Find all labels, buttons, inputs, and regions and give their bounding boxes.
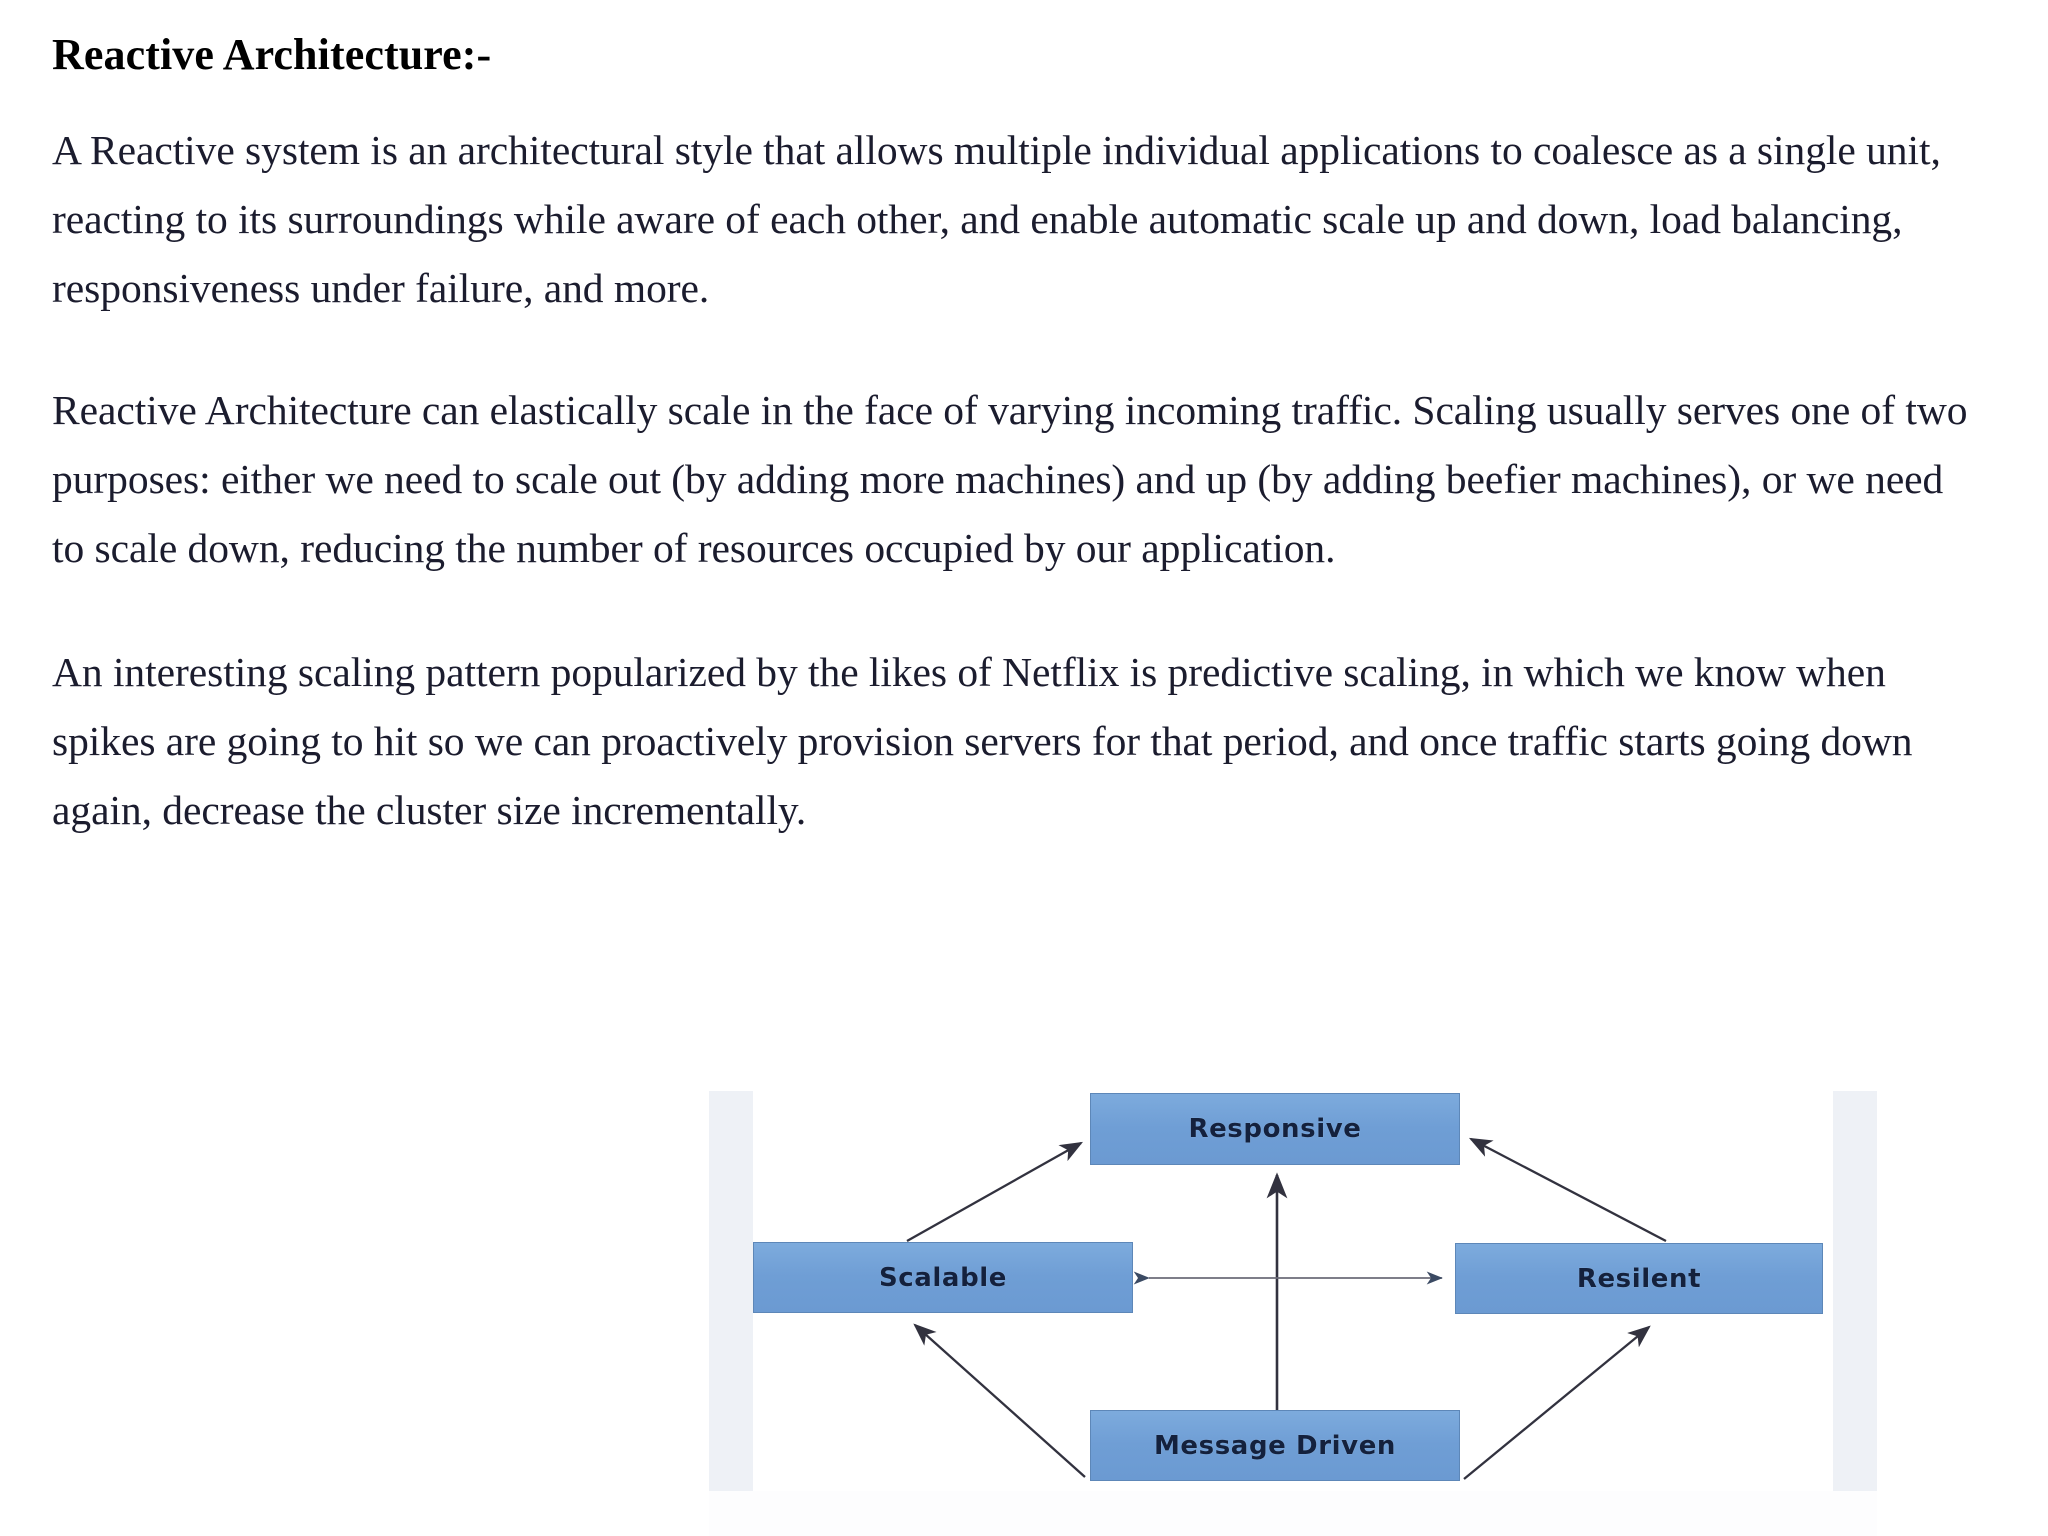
edge-message-driven-to-scalable [913, 1323, 1086, 1478]
diagram-canvas-footer [709, 1491, 1877, 1536]
document-body: Reactive Architecture:- A Reactive syste… [52, 0, 2012, 833]
edge-message-driven-to-resilent [1463, 1325, 1651, 1480]
paragraph-1: A Reactive system is an architectural st… [52, 127, 1941, 311]
node-message-driven-label: Message Driven [1153, 1430, 1397, 1461]
node-resilent[interactable]: Resilent [1455, 1243, 1823, 1314]
node-responsive-label: Responsive [1188, 1114, 1362, 1144]
node-scalable-label: Scalable [878, 1262, 1008, 1293]
edge-scalable-to-responsive [906, 1141, 1084, 1243]
page-title: Reactive Architecture:- [52, 30, 492, 79]
reactive-architecture-diagram: Responsive Scalable Resilent Message Dri… [709, 1091, 1877, 1536]
diagram-arrows [906, 1137, 1667, 1480]
node-resilent-label: Resilent [1576, 1263, 1702, 1294]
node-scalable[interactable]: Scalable [753, 1242, 1133, 1313]
node-responsive[interactable]: Responsive [1090, 1093, 1460, 1165]
paragraph-3: An interesting scaling pattern populariz… [52, 649, 1913, 833]
node-message-driven[interactable]: Message Driven [1090, 1410, 1460, 1481]
edge-resilent-to-responsive [1468, 1137, 1667, 1243]
paragraph-2: Reactive Architecture can elastically sc… [52, 387, 1968, 571]
